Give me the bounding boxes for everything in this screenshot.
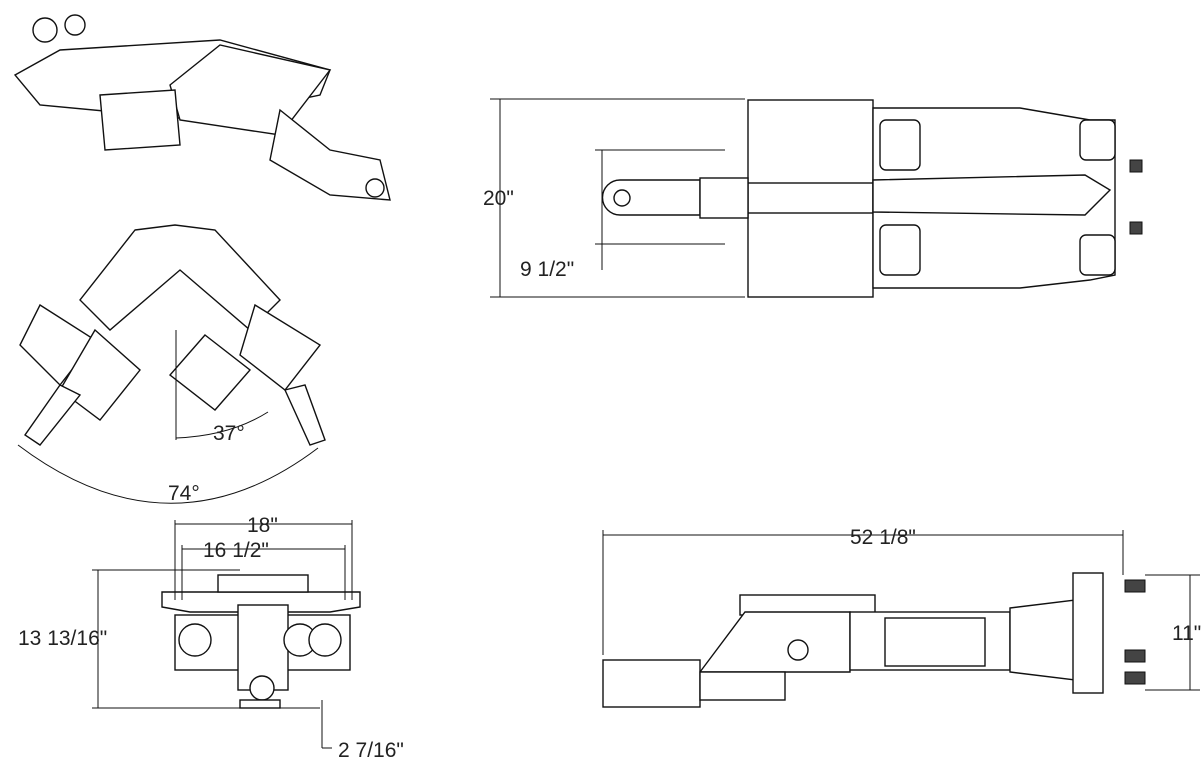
- length-label: 52 1/8": [850, 526, 916, 549]
- top-view: 20" 9 1/2": [483, 98, 1143, 298]
- isometric-view: [13, 14, 391, 201]
- width-label: 20": [483, 187, 514, 210]
- side-view: 52 1/8" 11": [602, 526, 1201, 708]
- height-label: 13 13/16": [18, 627, 107, 650]
- half-angle-label: 37°: [213, 422, 245, 445]
- side-height-label: 11": [1172, 622, 1201, 645]
- inner-width-label: 16 1/2": [203, 539, 269, 562]
- outer-width-label: 18": [247, 514, 278, 537]
- lunette-offset-label: 9 1/2": [520, 258, 574, 281]
- full-angle-label: 74°: [168, 482, 200, 505]
- angle-view: 37° 74°: [17, 224, 326, 505]
- front-view: 18" 16 1/2" 13 13/16" 2 7/16": [18, 514, 404, 762]
- ground-clearance-label: 2 7/16": [338, 739, 404, 762]
